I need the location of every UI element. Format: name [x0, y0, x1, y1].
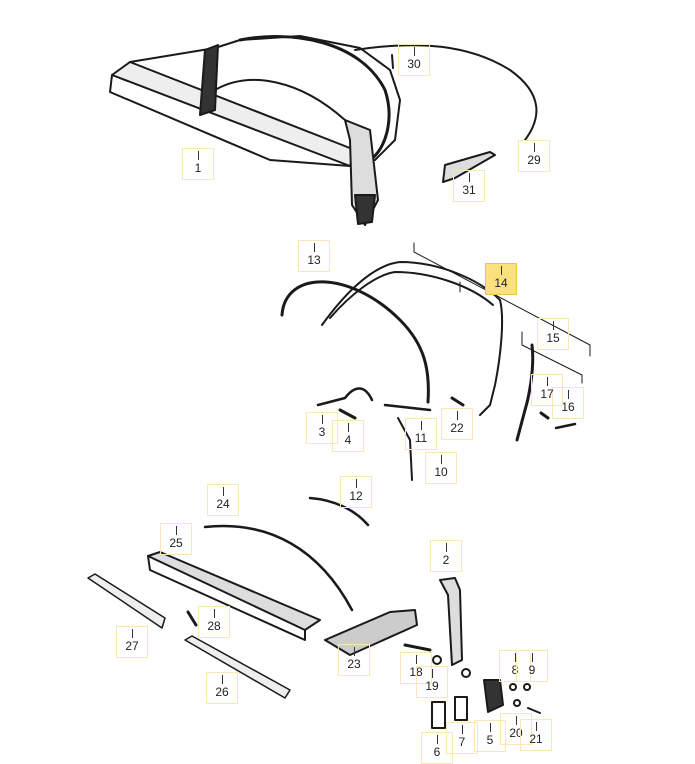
- part-label-10[interactable]: 10: [425, 452, 457, 484]
- small-parts-mid: [316, 387, 577, 481]
- part-label-14-highlighted[interactable]: 14: [485, 263, 517, 295]
- part-label-28[interactable]: 28: [198, 606, 230, 638]
- part-label-24[interactable]: 24: [207, 484, 239, 516]
- part-label-25[interactable]: 25: [160, 523, 192, 555]
- part-label-27[interactable]: 27: [116, 626, 148, 658]
- pillar-2: [439, 577, 463, 666]
- part-label-29[interactable]: 29: [518, 140, 550, 172]
- part-label-30[interactable]: 30: [398, 44, 430, 76]
- part-label-22[interactable]: 22: [441, 408, 473, 440]
- part-label-8[interactable]: 8: [499, 650, 531, 682]
- part-label-20[interactable]: 20: [500, 713, 532, 745]
- windshield-header: [147, 551, 418, 656]
- strip-15: [515, 343, 535, 442]
- part-label-15[interactable]: 15: [537, 318, 569, 350]
- part-label-26[interactable]: 26: [206, 672, 238, 704]
- top-frame-assembly: [109, 35, 401, 226]
- strip-24: [203, 524, 354, 612]
- part-label-19[interactable]: 19: [416, 666, 448, 698]
- seal-30: [354, 44, 538, 141]
- hardware-bottom: [186, 610, 541, 729]
- strip-26: [184, 635, 291, 699]
- strip-27: [87, 573, 166, 629]
- part-label-16[interactable]: 16: [552, 387, 584, 419]
- part-label-21[interactable]: 21: [520, 719, 552, 751]
- part-label-1[interactable]: 1: [182, 148, 214, 180]
- bow-14: [321, 261, 504, 416]
- part-label-3[interactable]: 3: [306, 412, 338, 444]
- part-label-12[interactable]: 12: [340, 476, 372, 508]
- bow-13: [280, 280, 430, 404]
- part-label-13[interactable]: 13: [298, 240, 330, 272]
- part-label-17[interactable]: 17: [531, 374, 563, 406]
- bracket-31: [442, 151, 496, 183]
- part-label-9[interactable]: 9: [516, 650, 548, 682]
- part-label-7[interactable]: 7: [446, 722, 478, 754]
- strip-12: [308, 496, 370, 527]
- part-label-23[interactable]: 23: [338, 644, 370, 676]
- part-label-31[interactable]: 31: [453, 170, 485, 202]
- bracket-15: [413, 242, 591, 384]
- part-label-2[interactable]: 2: [430, 540, 462, 572]
- part-label-11[interactable]: 11: [405, 418, 437, 450]
- part-label-4[interactable]: 4: [332, 420, 364, 452]
